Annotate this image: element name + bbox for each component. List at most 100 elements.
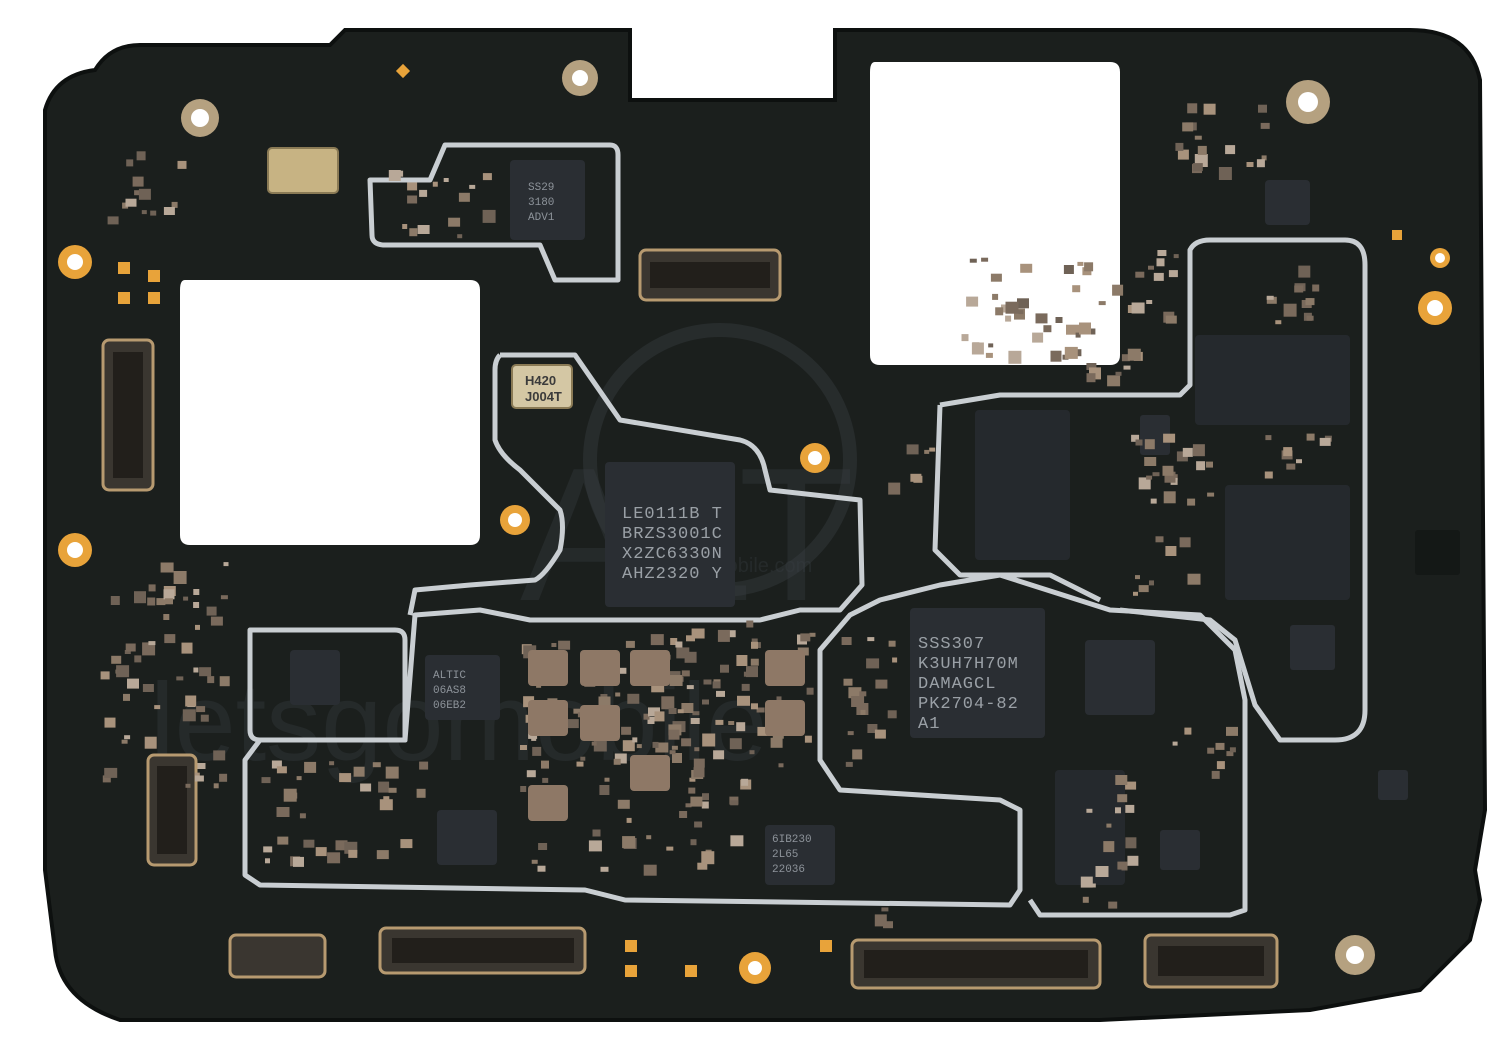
- svg-text:X2ZC6330N: X2ZC6330N: [622, 545, 723, 564]
- passive-component: [531, 859, 538, 864]
- passive-component: [194, 775, 204, 782]
- passive-component: [694, 747, 700, 752]
- passive-component: [219, 773, 228, 782]
- mounting-holes: [58, 60, 1452, 984]
- passive-component: [1149, 580, 1154, 586]
- passive-component: [1115, 807, 1121, 814]
- passive-component: [961, 334, 969, 342]
- passive-component: [107, 216, 119, 225]
- passive-component: [1305, 298, 1315, 306]
- passive-component: [1150, 498, 1157, 504]
- passive-component: [751, 703, 758, 710]
- svg-text:A1: A1: [918, 715, 940, 734]
- pmic-marking: 6IB230 2L65 22036: [772, 834, 812, 876]
- passive-component: [1005, 315, 1012, 322]
- passive-component: [1005, 301, 1019, 314]
- passive-component: [1194, 135, 1202, 140]
- passive-component: [104, 767, 118, 778]
- passive-component: [327, 852, 341, 864]
- passive-component: [1177, 149, 1189, 160]
- passive-component: [1266, 296, 1277, 304]
- passive-component: [482, 173, 492, 181]
- passive-component: [751, 638, 758, 644]
- passive-component: [124, 735, 131, 740]
- svg-text:DAMAGCL: DAMAGCL: [918, 675, 996, 694]
- passive-component: [1112, 284, 1124, 296]
- passive-component: [469, 184, 476, 189]
- passive-component: [867, 724, 878, 733]
- passive-component: [551, 643, 557, 647]
- passive-component: [741, 778, 749, 786]
- passive-component: [703, 679, 712, 685]
- passive-component: [593, 739, 607, 752]
- passive-component: [213, 783, 219, 789]
- passive-component: [689, 777, 696, 782]
- passive-component: [261, 777, 271, 784]
- passive-component: [626, 817, 632, 823]
- passive-component: [681, 670, 690, 677]
- passive-component: [1226, 726, 1238, 736]
- passive-component: [1175, 142, 1184, 151]
- passive-component: [196, 706, 206, 713]
- passive-component: [1319, 437, 1331, 446]
- passive-component: [1098, 301, 1106, 306]
- passive-component: [881, 907, 889, 912]
- passive-component: [990, 273, 1002, 282]
- passive-component: [866, 658, 880, 669]
- crystal-oscillator: H420 J004T: [511, 364, 573, 409]
- passive-component: [651, 681, 665, 693]
- passive-component: [125, 198, 137, 207]
- passive-component: [134, 591, 146, 604]
- passive-component: [1117, 794, 1128, 803]
- passive-component: [883, 921, 893, 929]
- passive-component: [276, 807, 290, 817]
- passive-component: [134, 190, 140, 196]
- passive-component: [1306, 433, 1315, 441]
- passive-component: [558, 640, 571, 650]
- passive-component: [668, 708, 677, 714]
- passive-component: [200, 714, 209, 722]
- passive-component: [613, 758, 621, 765]
- passive-component: [199, 667, 212, 677]
- passive-component: [407, 182, 418, 191]
- passive-component: [123, 693, 130, 701]
- passive-component: [147, 597, 156, 606]
- passive-component: [809, 632, 816, 637]
- passive-component: [144, 736, 157, 749]
- passive-component: [1261, 155, 1267, 161]
- passive-component: [702, 733, 716, 747]
- passive-component: [1168, 270, 1178, 278]
- inductor: [765, 650, 805, 686]
- passive-component: [686, 685, 694, 690]
- passive-component: [666, 846, 674, 851]
- passive-component: [693, 767, 705, 778]
- passive-component: [1173, 254, 1179, 259]
- soc-marking: LE0111B T BRZS3001C X2ZC6330N AHZ2320 Y: [622, 505, 723, 584]
- passive-component: [1127, 855, 1139, 866]
- passive-component: [588, 840, 602, 852]
- passive-component: [1176, 451, 1188, 462]
- passive-component: [111, 655, 122, 664]
- passive-component: [1197, 145, 1207, 155]
- passive-component: [847, 731, 854, 736]
- passive-component: [778, 763, 784, 768]
- passive-component: [1066, 324, 1079, 335]
- passive-component: [1218, 167, 1232, 180]
- passive-component: [372, 762, 381, 768]
- passive-component: [1296, 459, 1302, 464]
- passive-component: [148, 584, 156, 592]
- svg-text:3180: 3180: [528, 197, 554, 209]
- passive-component: [1135, 439, 1143, 446]
- passive-component: [690, 796, 703, 807]
- passive-component: [841, 637, 852, 645]
- passive-component: [1258, 104, 1267, 113]
- passive-component: [1246, 162, 1254, 167]
- passive-component: [163, 614, 170, 620]
- passive-component: [1216, 761, 1225, 770]
- svg-text:H420: H420: [525, 373, 556, 388]
- passive-component: [116, 665, 130, 678]
- passive-component: [1050, 350, 1062, 362]
- passive-component: [416, 788, 426, 798]
- passive-component: [730, 835, 744, 847]
